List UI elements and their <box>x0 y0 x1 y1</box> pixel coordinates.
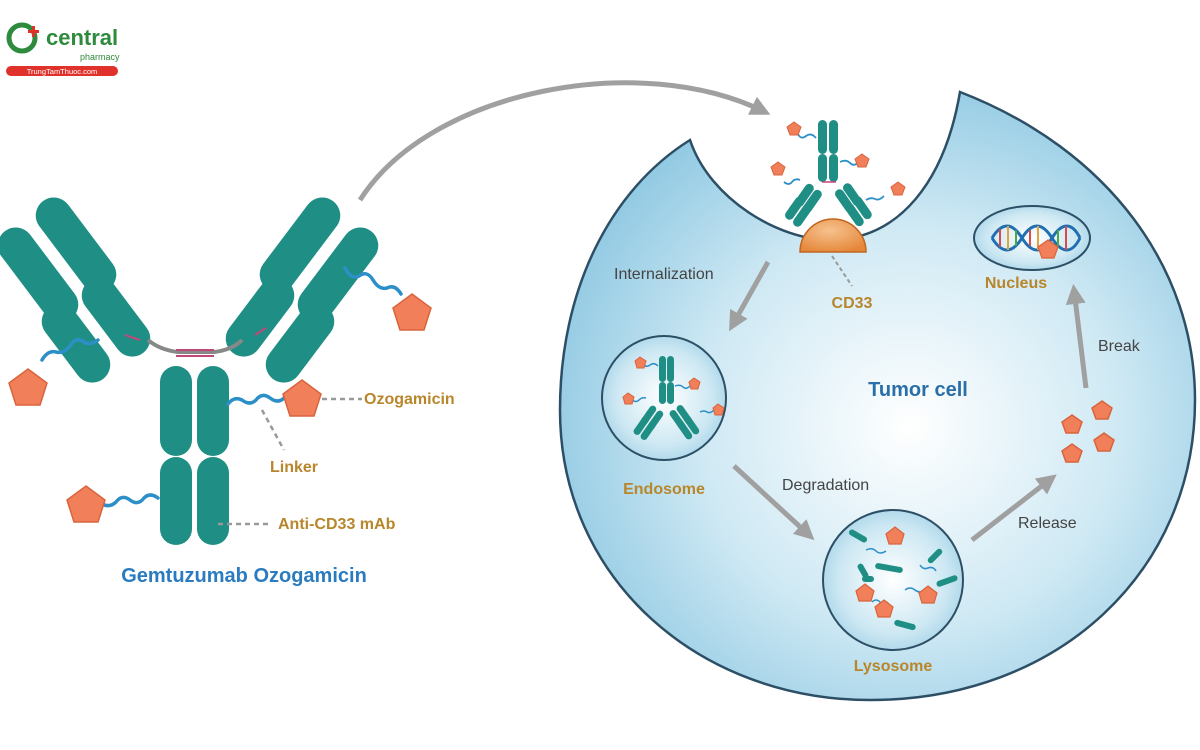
logo-name: central <box>46 25 118 50</box>
label-endosome: Endosome <box>623 481 705 498</box>
logo-banner <box>6 66 118 76</box>
payload-pentagon-icon <box>8 368 48 406</box>
payload-pentagon-icon <box>66 485 106 523</box>
label-break: Break <box>1098 338 1141 355</box>
antibody-right-arm <box>225 197 379 383</box>
label-degradation: Degradation <box>782 477 869 494</box>
arrow-release <box>970 474 1057 542</box>
released-payloads <box>1061 400 1115 463</box>
antibody-hinge <box>124 327 267 357</box>
dna-helix-icon <box>990 224 1082 252</box>
label-nucleus: Nucleus <box>985 275 1047 292</box>
nucleus: Nucleus <box>973 205 1091 292</box>
label-internalization: Internalization <box>614 266 714 283</box>
payload-icons <box>8 293 432 523</box>
antibody-fc <box>160 366 229 545</box>
label-linker: Linker <box>270 459 318 476</box>
antibody-large: Ozogamicin Linker Anti-CD33 mAb Gemtuzum… <box>0 197 455 587</box>
arrow-internalization <box>729 260 771 332</box>
label-tumor-cell: Tumor cell <box>868 379 968 401</box>
antibody-bound <box>770 120 906 227</box>
label-ozogamicin: Ozogamicin <box>364 391 455 408</box>
arrow-break <box>1065 284 1089 389</box>
label-lysosome: Lysosome <box>854 658 933 675</box>
logo-cross-icon <box>28 26 39 37</box>
logo-url: TrungTamThuoc.com <box>27 67 98 76</box>
arrow-to-cell <box>357 80 771 202</box>
payload-pentagon-icon <box>392 293 432 331</box>
label-leaders <box>218 397 362 526</box>
tumor-cell: Tumor cell CD33 <box>558 90 1197 702</box>
logo-sub: pharmacy <box>80 52 120 62</box>
cd33-receptor <box>799 218 867 253</box>
label-release: Release <box>1018 515 1077 532</box>
payload-pentagon-icon <box>282 379 322 417</box>
endosome: Endosome <box>601 335 727 498</box>
label-anti-cd33-mab: Anti-CD33 mAb <box>278 516 396 533</box>
lysosome: Lysosome <box>822 509 964 675</box>
logo: central pharmacy TrungTamThuoc.com <box>6 22 120 76</box>
arrow-degradation <box>732 464 815 541</box>
linker-lines <box>40 266 403 508</box>
label-cd33: CD33 <box>832 295 873 312</box>
antibody-left-arm <box>0 197 151 383</box>
drug-name-title: Gemtuzumab Ozogamicin <box>121 565 367 587</box>
logo-ring-icon <box>6 22 38 54</box>
